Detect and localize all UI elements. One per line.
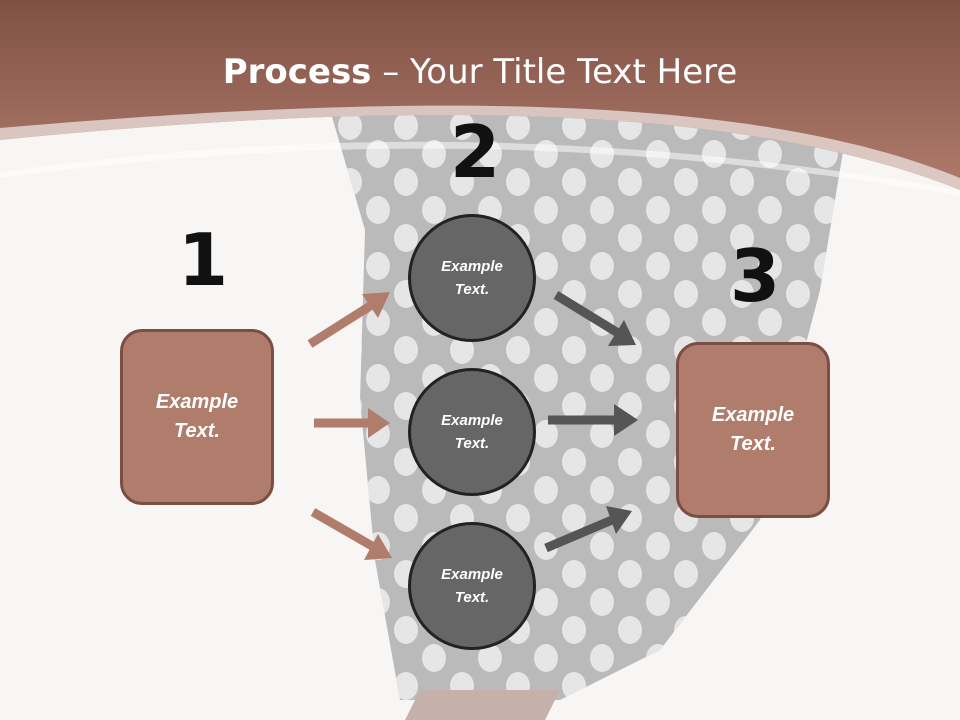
slide-title: Process – Your Title Text Here (0, 52, 960, 92)
step-2-circle-bottom: Example Text. (408, 522, 536, 650)
title-bold: Process (222, 52, 372, 92)
circle-text: Example Text. (441, 258, 503, 298)
title-rest: – Your Title Text Here (371, 52, 738, 92)
step-3-box: Example Text. (676, 342, 830, 518)
circle-text: Example Text. (441, 566, 503, 606)
step-2-circle-middle: Example Text. (408, 368, 536, 496)
step-1-box: Example Text. (120, 329, 274, 505)
header-swoosh (0, 105, 960, 190)
step-3-text: Example Text. (711, 404, 795, 455)
step-2-circle-top: Example Text. (408, 214, 536, 342)
circle-text: Example Text. (441, 412, 503, 452)
step-number-3: 3 (730, 234, 781, 318)
arrow-from-circle-middle (548, 404, 638, 436)
arrow-to-circle-middle (314, 408, 390, 438)
arrows-right (544, 291, 638, 553)
header-band (0, 0, 960, 190)
arrow-to-circle-top (307, 292, 390, 348)
arrow-to-circle-bottom (310, 508, 392, 560)
arrow-from-circle-bottom (544, 506, 632, 553)
arrows-left (307, 292, 392, 560)
arrow-from-circle-top (553, 291, 636, 346)
step-number-2: 2 (450, 110, 501, 194)
step-1-text: Example Text. (155, 391, 239, 442)
step-number-1: 1 (178, 218, 229, 302)
